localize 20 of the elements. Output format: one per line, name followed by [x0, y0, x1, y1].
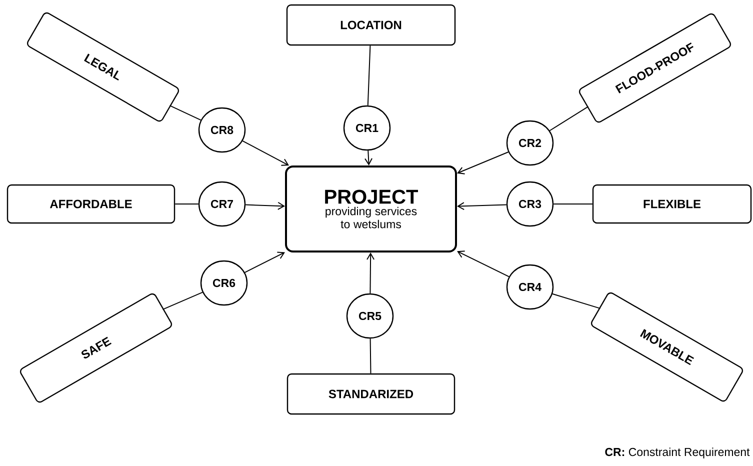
arrow	[242, 140, 290, 166]
requirement-box: AFFORDABLE	[6, 184, 176, 224]
connector-line	[367, 45, 371, 106]
requirement-box: LOCATION	[286, 4, 456, 46]
arrow	[457, 250, 510, 278]
connector-line	[162, 292, 203, 310]
arrow	[366, 252, 375, 294]
requirement-box: STANDARIZED	[286, 373, 456, 415]
arrow	[457, 202, 507, 210]
legend-note: CR: Constraint Requirement	[605, 448, 750, 458]
arrow	[244, 252, 285, 273]
connector-line	[169, 105, 202, 121]
arrow	[364, 150, 372, 166]
arrow	[457, 152, 509, 174]
connector-line	[549, 106, 589, 132]
connector-line	[552, 293, 601, 309]
project-box: PROJECT providing services to wetslums	[285, 166, 457, 252]
requirement-box: FLEXIBLE	[592, 184, 752, 224]
arrow	[245, 202, 285, 210]
connector-line	[370, 338, 372, 374]
